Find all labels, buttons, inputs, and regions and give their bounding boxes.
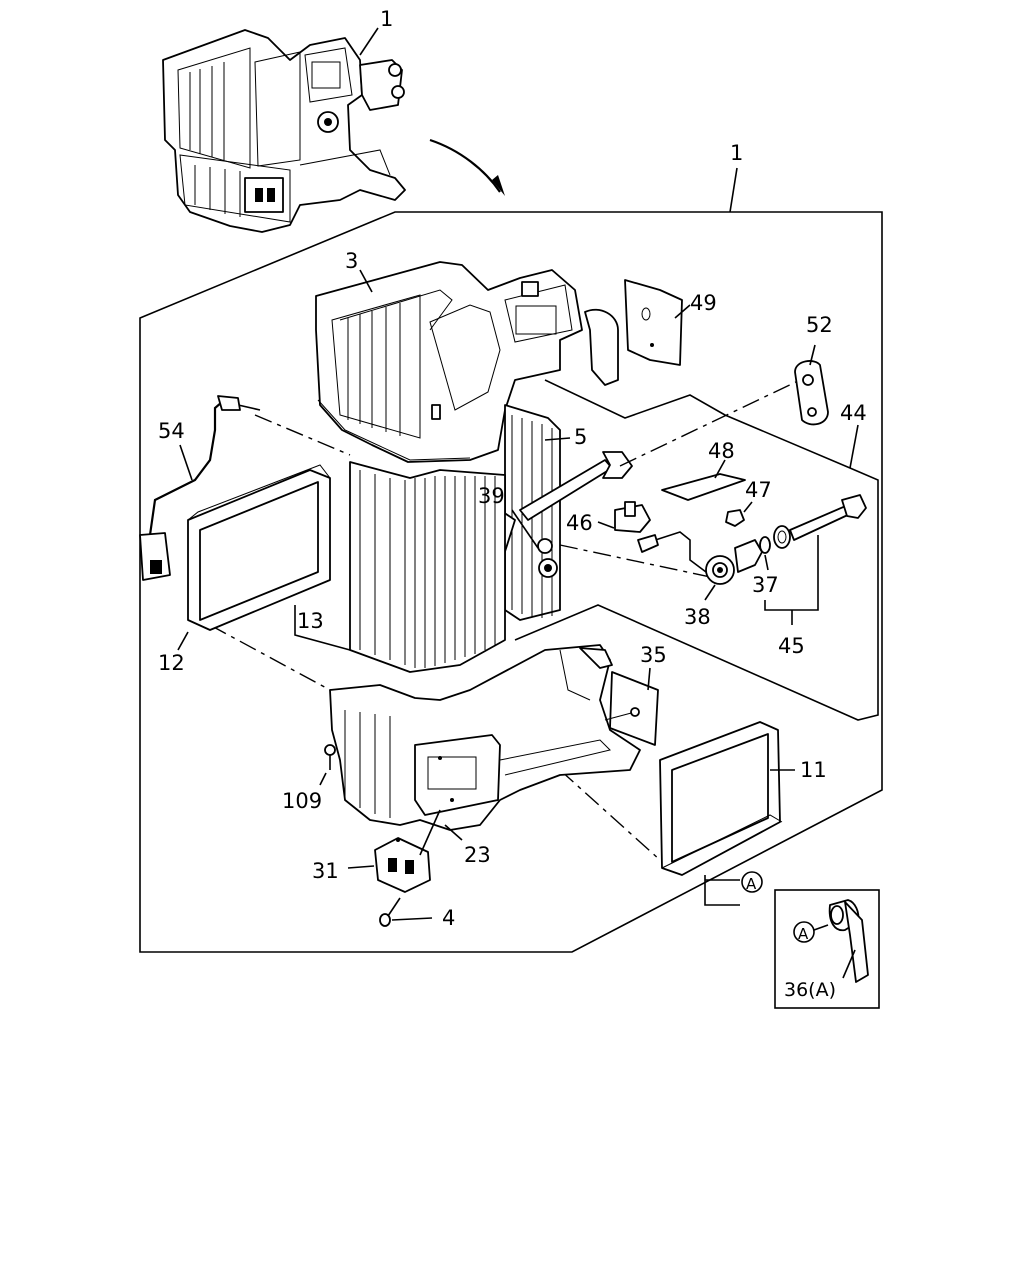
callout-47: 47 [745,478,772,502]
callout-45: 45 [778,634,805,658]
drain-hose-36 [828,899,869,983]
filter-frame-11 [659,721,783,876]
lower-case [329,644,641,831]
valve-group-boundary [514,379,879,721]
screw-47 [725,509,745,527]
thermo-sensor-harness [139,395,261,581]
callout-46: 46 [566,511,593,535]
filter-frame-12 [187,464,331,631]
clip-46 [614,501,651,533]
callout-11: 11 [800,758,827,782]
assembled-heater-unit-thumbnail [162,29,406,233]
upper-case [315,261,619,463]
callout-31: 31 [312,859,339,883]
resistor-31 [374,837,431,893]
callout-37: 37 [752,573,779,597]
callout-48: 48 [708,439,735,463]
callout-4: 4 [442,906,455,930]
pipe-45 [789,494,867,541]
ref-a-bracket [704,875,740,906]
callout-3: 3 [345,249,358,273]
callout-36a: 36(A) [784,979,836,1001]
ref-a-circle [741,871,763,893]
screw-4 [379,897,401,927]
evaporator-core [349,461,506,673]
callout-12: 12 [158,651,185,675]
packing-49 [624,279,683,366]
inset-ref-a-label: A [798,925,809,943]
inset-ref-a-circle [793,921,815,943]
callout-38: 38 [684,605,711,629]
callout-23: 23 [464,843,491,867]
pipe [519,451,633,578]
callout-35: 35 [640,643,667,667]
callout-109: 109 [282,789,322,813]
insulator-48 [661,473,746,501]
callout-13: 13 [297,609,324,633]
assembly-arrow [429,138,501,193]
callout-1-top: 1 [380,7,393,31]
callout-49: 49 [690,291,717,315]
callout-54: 54 [158,419,185,443]
callout-5: 5 [574,425,587,449]
o-rings [759,525,791,554]
expansion-valve [637,531,763,585]
callout-52: 52 [806,313,833,337]
detail-inset-box [774,889,880,1009]
callout-39: 39 [478,484,505,508]
screw-109 [324,744,336,770]
callout-44: 44 [840,401,867,425]
callout-1-main: 1 [730,141,743,165]
assembly-boundary [139,211,883,953]
ref-a-label: A [746,875,757,893]
